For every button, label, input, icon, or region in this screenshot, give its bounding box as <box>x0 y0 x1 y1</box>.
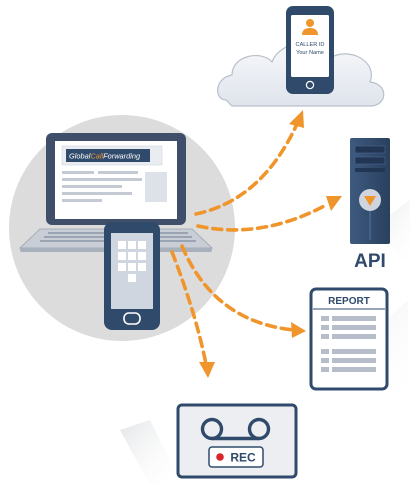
recorder-group: REC <box>120 403 298 485</box>
server-group: API <box>350 138 410 272</box>
arrow-to-recorder <box>170 250 208 366</box>
brand-logo: GlobalCallForwarding <box>69 152 141 161</box>
record-dot-icon <box>216 453 224 461</box>
user-icon <box>302 19 318 35</box>
arrow-to-cloud <box>194 122 299 216</box>
brand-banner <box>66 149 150 162</box>
arrow-to-api <box>196 202 330 232</box>
report-lines <box>321 316 376 372</box>
cassette-reels-icon <box>200 417 271 441</box>
brand-suffix: Forwarding <box>103 152 141 161</box>
arrowhead-api <box>326 196 342 211</box>
report-group: REPORT <box>309 287 408 410</box>
arrowhead-recorder <box>199 362 215 378</box>
cloud-group: CALLER ID Your Name <box>217 6 385 107</box>
desk-phone <box>104 222 160 330</box>
screen-content-lines <box>62 171 167 202</box>
phone-keypad-icon <box>118 241 146 282</box>
arrowhead-cloud <box>289 110 304 128</box>
brand-mid: Call <box>90 152 103 161</box>
server-orange-mark <box>364 196 376 206</box>
phone-home-button <box>123 312 141 325</box>
rec-badge <box>208 446 264 468</box>
arrowhead-report <box>291 322 306 338</box>
api-label: API <box>354 251 386 272</box>
forwarding-arrows <box>170 122 330 366</box>
recorder-shadow <box>120 420 178 485</box>
brand-prefix: Global <box>69 152 91 161</box>
arrowheads <box>199 110 342 378</box>
laptop-group: GlobalCallForwarding <box>18 133 214 252</box>
caller-id-label: CALLER ID <box>296 42 325 48</box>
caller-name-label: Your Name <box>296 50 324 56</box>
arrow-to-report <box>180 244 296 332</box>
report-title: REPORT <box>328 296 370 307</box>
rec-label: REC <box>230 451 256 465</box>
cloud-phone: CALLER ID Your Name <box>286 6 334 94</box>
